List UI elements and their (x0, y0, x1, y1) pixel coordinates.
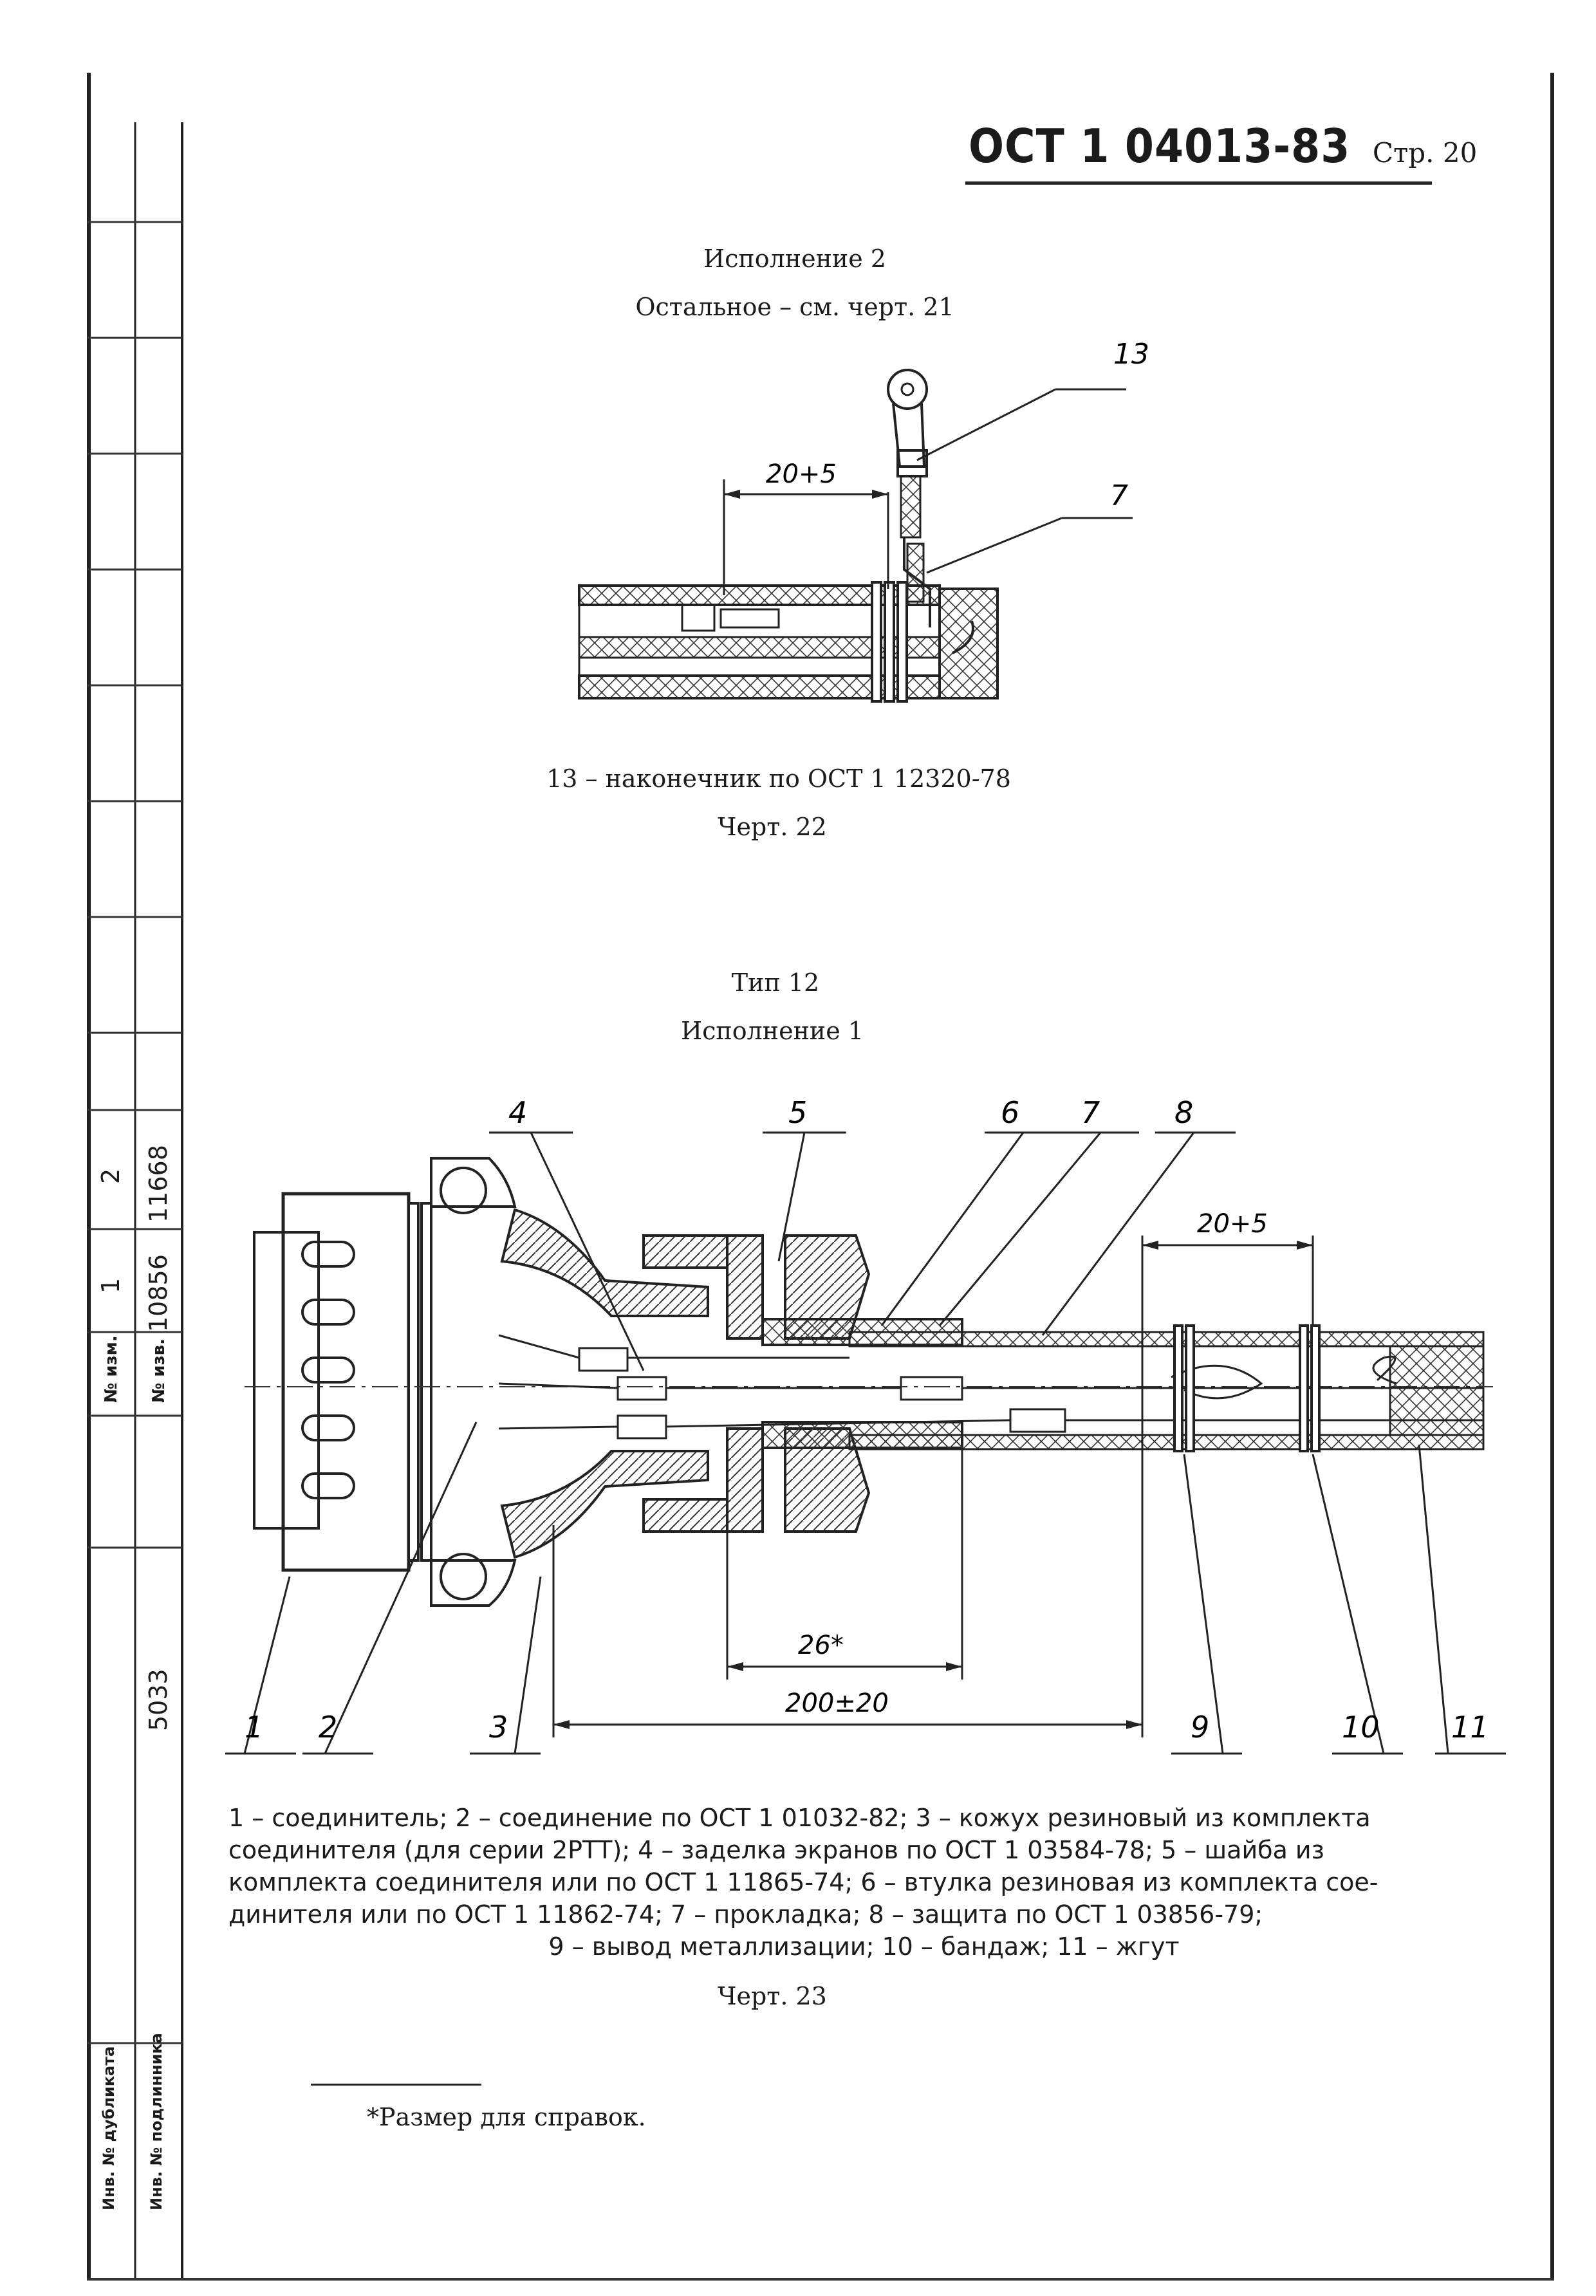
stamp-col1-izv: 10856 (144, 1254, 172, 1332)
fig23-callout-3: 3 (489, 1710, 508, 1745)
document-header: ОСТ 1 04013-83 Стр. 20 (969, 119, 1477, 173)
fig23-dim-right: 20+5 (1197, 1209, 1268, 1239)
fig23-callout-11: 11 (1451, 1710, 1489, 1745)
page-frame (87, 73, 1554, 2280)
fig22-dimension: 20+5 (766, 459, 837, 489)
stamp-dup-label: Инв. № дубликата (100, 2046, 118, 2210)
fig23-legend-line: соединителя (для серии 2РТТ); 4 – заделк… (228, 1836, 1324, 1864)
fig23-callout-4: 4 (508, 1095, 527, 1130)
stamp-orig-label: Инв. № подлинника (147, 2033, 165, 2210)
fig22-caption: Черт. 22 (718, 813, 827, 841)
fig23-callout-7: 7 (1081, 1095, 1100, 1130)
fig23-legend-line: динителя или по ОСТ 1 11862-74; 7 – прок… (228, 1900, 1263, 1929)
fig23-callout-5: 5 (788, 1095, 807, 1130)
fig23-drawing: 20+5 26* 200±20 4 5 6 7 8 1 2 3 9 10 11 (225, 1095, 1506, 1755)
page-frame-bottom (87, 2278, 1554, 2281)
page-number: Стр. 20 (1372, 137, 1478, 169)
footnote-rule (311, 2084, 481, 2086)
stamp-izv-label: № изв. (149, 1338, 169, 1403)
fig23-callout-1: 1 (245, 1710, 263, 1745)
fig23-dim-mid: 26* (798, 1631, 844, 1660)
stamp-orig-number: 5033 (144, 1669, 172, 1731)
fig22-callout-7: 7 (1110, 479, 1128, 512)
fig23-callout-9: 9 (1191, 1710, 1209, 1745)
fig22-callout-13: 13 (1113, 338, 1149, 371)
fig23-callout-10: 10 (1342, 1710, 1380, 1745)
fig23-callout-8: 8 (1174, 1095, 1193, 1130)
fig23-dim-long: 200±20 (785, 1689, 889, 1718)
fig23-execution-label: Исполнение 1 (681, 1017, 864, 1045)
fig22-title: Исполнение 2 (703, 245, 886, 273)
fig23-legend-line: комплекта соединителя или по ОСТ 1 11865… (228, 1868, 1378, 1896)
stamp-col1-num: 1 (97, 1277, 125, 1293)
fig23-callout-6: 6 (1001, 1095, 1019, 1130)
stamp-izm-label: № изм. (102, 1335, 121, 1403)
stamp-col2-num: 2 (97, 1168, 125, 1184)
header-rule (965, 181, 1432, 185)
fig23-legend-line: 9 – вывод металлизации; 10 – бандаж; 11 … (548, 1932, 1180, 1961)
fig23-legend: 1 – соединитель; 2 – соединение по ОСТ 1… (228, 1802, 1499, 1963)
footnote: *Размер для справок. (367, 2103, 646, 2131)
stamp-col2-izv: 11668 (144, 1145, 172, 1223)
margin-stamp (87, 122, 183, 2278)
fig23-callout-2: 2 (319, 1710, 337, 1745)
fig23-type-label: Тип 12 (731, 968, 820, 997)
doc-code: ОСТ 1 04013-83 (969, 119, 1351, 173)
fig22-subtitle: Остальное – см. черт. 21 (635, 293, 954, 321)
fig23-legend-line: 1 – соединитель; 2 – соединение по ОСТ 1… (228, 1804, 1371, 1832)
fig23-caption: Черт. 23 (718, 1982, 827, 2010)
fig22-drawing: 20+5 13 7 (578, 338, 1149, 703)
fig22-legend: 13 – наконечник по ОСТ 1 12320-78 (546, 764, 1011, 793)
